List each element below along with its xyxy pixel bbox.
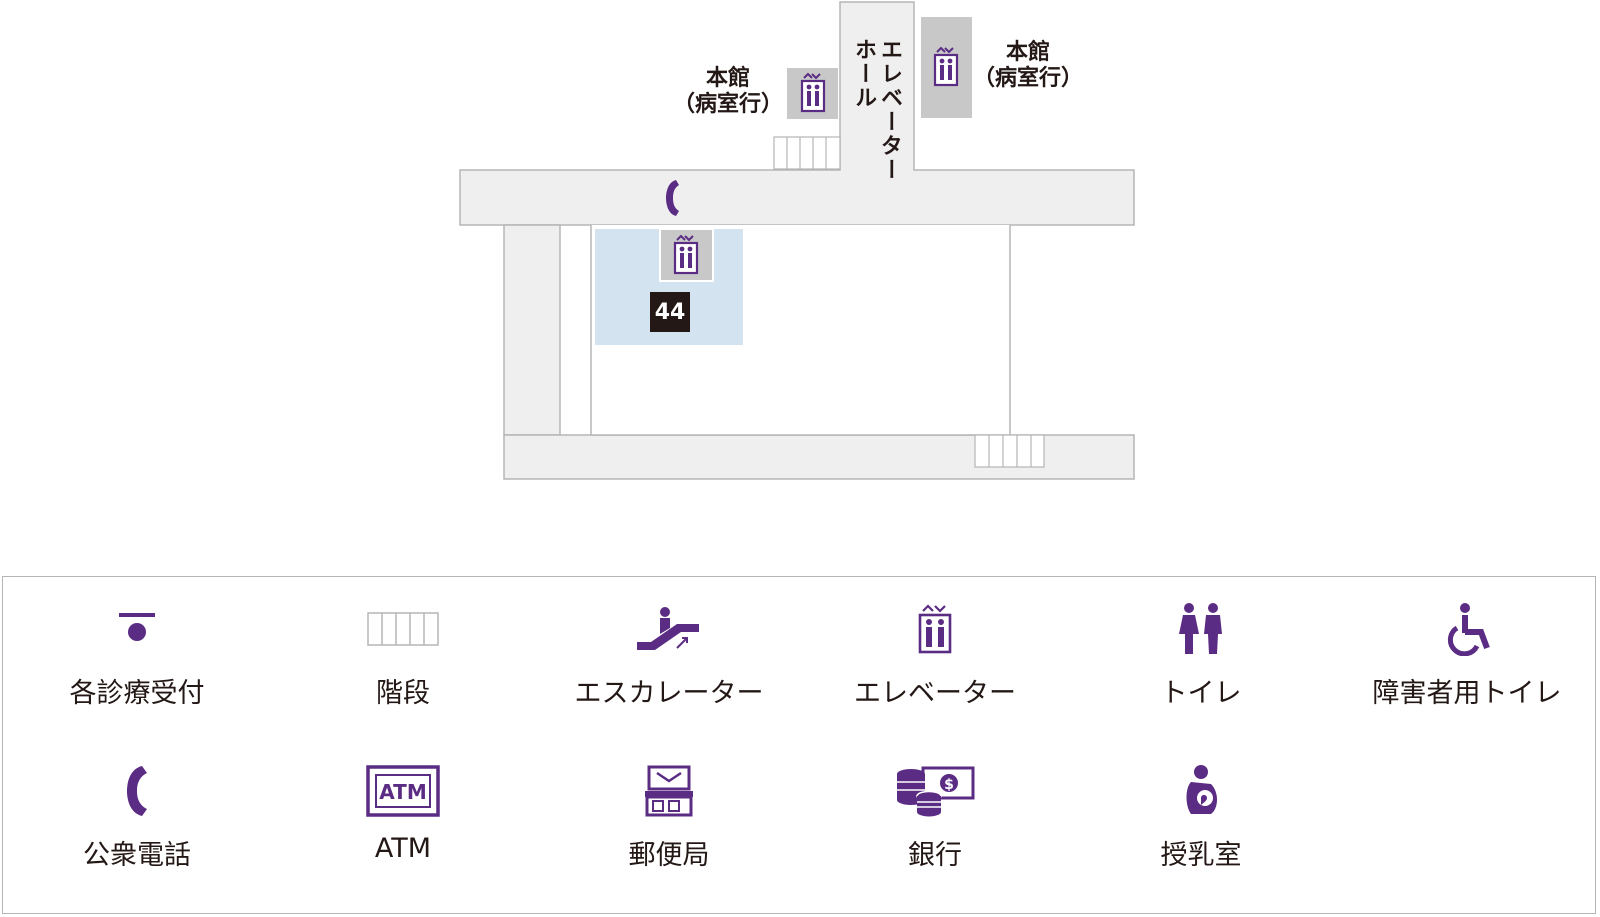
public-phone-icon	[127, 766, 147, 816]
floor-map: 本館 （病室行） 本館 （病室行） エレベーターホール 44	[459, 1, 1135, 480]
stairs-icon	[367, 612, 439, 646]
elevator-left-label-line1: 本館	[705, 66, 750, 91]
legend-label: エスカレーター	[574, 678, 764, 709]
room-number-badge[interactable]: 44	[650, 292, 690, 332]
elevator-right-label: 本館 （病室行）	[972, 40, 1084, 92]
floor-plan-svg	[459, 1, 1135, 480]
nursing-room-icon	[1186, 765, 1217, 814]
legend-label: 郵便局	[628, 840, 710, 871]
legend-item-nursing-room: 授乳室	[1071, 761, 1331, 872]
legend-label: 授乳室	[1160, 840, 1242, 871]
legend-item-elevator: エレベーター	[805, 599, 1065, 710]
elevator-right-label-line1: 本館	[1005, 40, 1050, 65]
legend-label: 障害者用トイレ	[1372, 678, 1562, 709]
svg-text:ATM: ATM	[379, 780, 426, 804]
atm-icon: ATM	[366, 765, 440, 817]
stairs-top	[773, 136, 841, 170]
legend-label: 銀行	[908, 840, 962, 871]
legend-label: トイレ	[1160, 678, 1242, 709]
legend-item-accessible-restroom: 障害者用トイレ	[1337, 599, 1597, 710]
legend-item-restroom: トイレ	[1071, 599, 1331, 710]
legend-item-atm: ATM ATM	[273, 761, 533, 864]
public-phone-icon	[666, 180, 679, 216]
legend-label: エレベーター	[854, 678, 1016, 709]
legend-item-public-phone: 公衆電話	[7, 761, 267, 872]
elevator-icon	[673, 234, 699, 275]
legend-label: 階段	[376, 678, 430, 709]
bank-icon: $	[897, 766, 975, 817]
svg-text:$: $	[944, 777, 954, 793]
legend-label: ATM	[374, 833, 432, 864]
accessible-restroom-icon	[1447, 603, 1490, 656]
reception-icon	[119, 613, 155, 641]
legend-item-bank: $ 銀行	[805, 761, 1065, 872]
elevator-left-label-line2: （病室行）	[672, 92, 783, 117]
elevator-right-label-line2: （病室行）	[972, 66, 1083, 91]
legend-label: 各診療受付	[69, 678, 205, 709]
stairs-bottom	[974, 434, 1045, 468]
elevator-icon	[918, 604, 952, 654]
post-office-icon	[645, 765, 693, 817]
elevator-icon	[800, 72, 826, 113]
elevator-left-label: 本館 （病室行）	[672, 66, 784, 118]
elevator-hall-label: エレベーターホール	[851, 38, 902, 182]
restroom-icon	[1179, 603, 1222, 654]
elevator-icon	[933, 46, 959, 87]
legend-item-escalator: エスカレーター	[539, 599, 799, 710]
legend-item-reception: 各診療受付	[7, 599, 267, 710]
left-corridor	[503, 224, 561, 436]
escalator-icon	[637, 607, 699, 650]
legend-item-post-office: 郵便局	[539, 761, 799, 872]
legend-label: 公衆電話	[83, 840, 191, 871]
legend-item-stairs: 階段	[273, 599, 533, 710]
legend-panel: 各診療受付 階段 エスカレーター	[2, 576, 1596, 914]
